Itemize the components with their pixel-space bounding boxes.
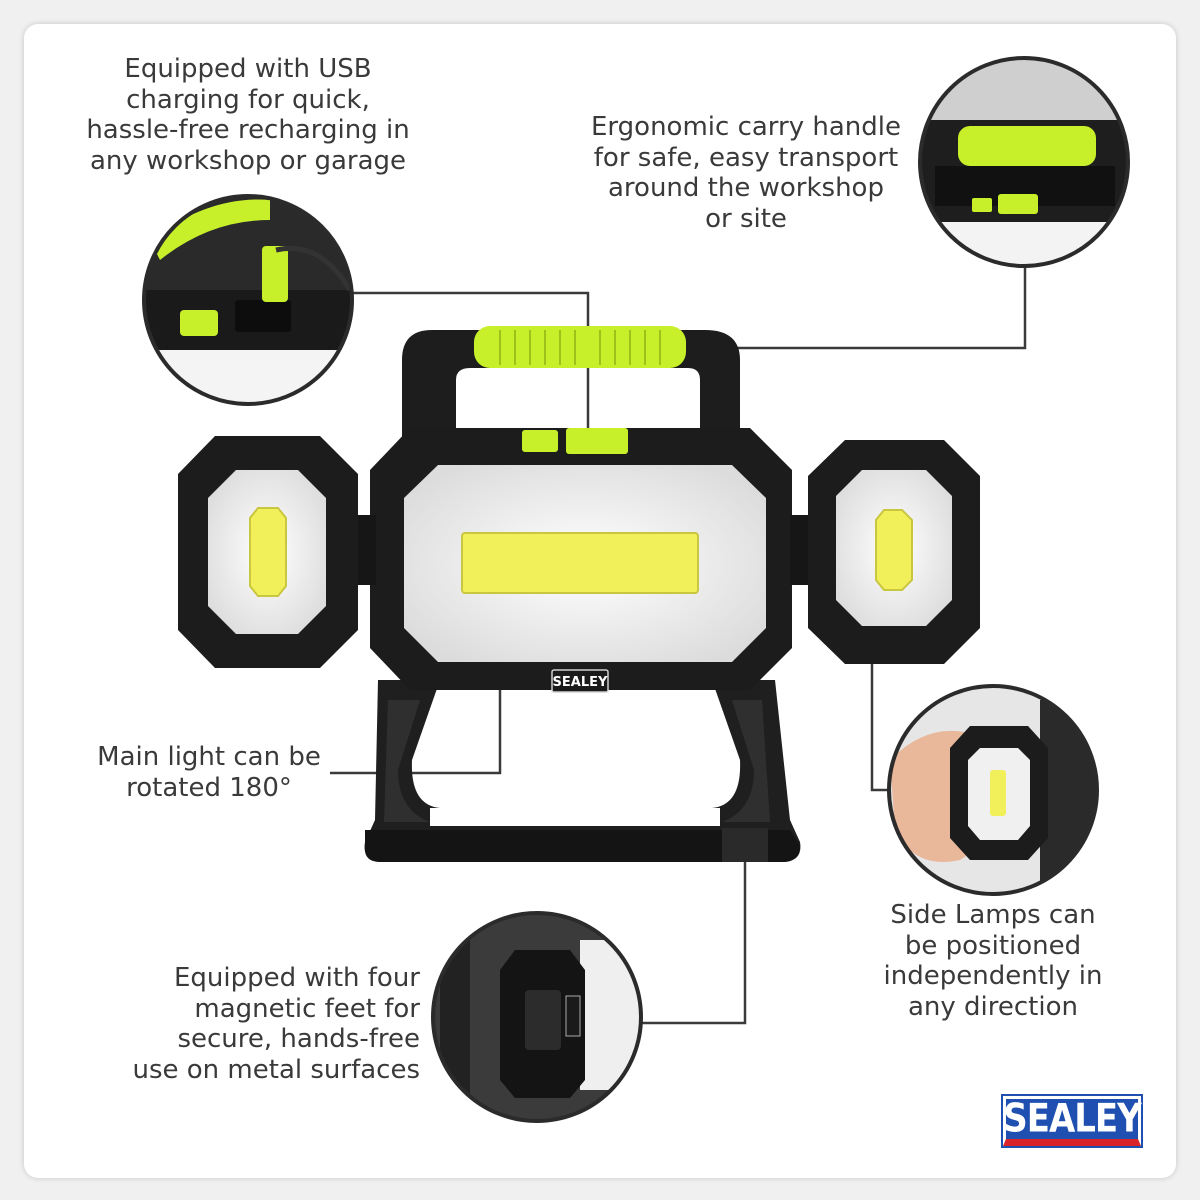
side-lamps-callout: Side Lamps can be positioned independent… bbox=[883, 900, 1103, 1022]
carry-handle bbox=[402, 326, 740, 440]
right-side-lamp bbox=[790, 440, 980, 664]
main-light-head: SEALEY bbox=[370, 428, 792, 693]
handle-detail-circle bbox=[918, 56, 1130, 268]
feet-leader-line bbox=[633, 850, 747, 1025]
logo-text: SEALEY bbox=[1003, 1096, 1142, 1142]
handle-leader-line bbox=[650, 260, 1027, 350]
main-light-callout: Main light can be rotated 180° bbox=[97, 742, 321, 803]
product-brand-plate: SEALEY bbox=[553, 675, 608, 690]
side-lamp-leader-line bbox=[870, 627, 890, 792]
carry-handle-callout: Ergonomic carry handle for safe, easy tr… bbox=[591, 112, 901, 234]
usb-detail-circle bbox=[142, 194, 354, 406]
usb-charging-callout: Equipped with USB charging for quick, ha… bbox=[86, 54, 410, 176]
side-lamp-detail-circle bbox=[887, 684, 1099, 896]
left-side-lamp bbox=[178, 436, 376, 668]
sealey-logo: SEALEY bbox=[1003, 1096, 1142, 1146]
magnetic-feet-callout: Equipped with four magnetic feet for sec… bbox=[132, 963, 420, 1085]
usb-leader-line bbox=[300, 291, 590, 437]
stand bbox=[364, 680, 801, 862]
magnetic-feet-detail-circle bbox=[431, 911, 643, 1123]
